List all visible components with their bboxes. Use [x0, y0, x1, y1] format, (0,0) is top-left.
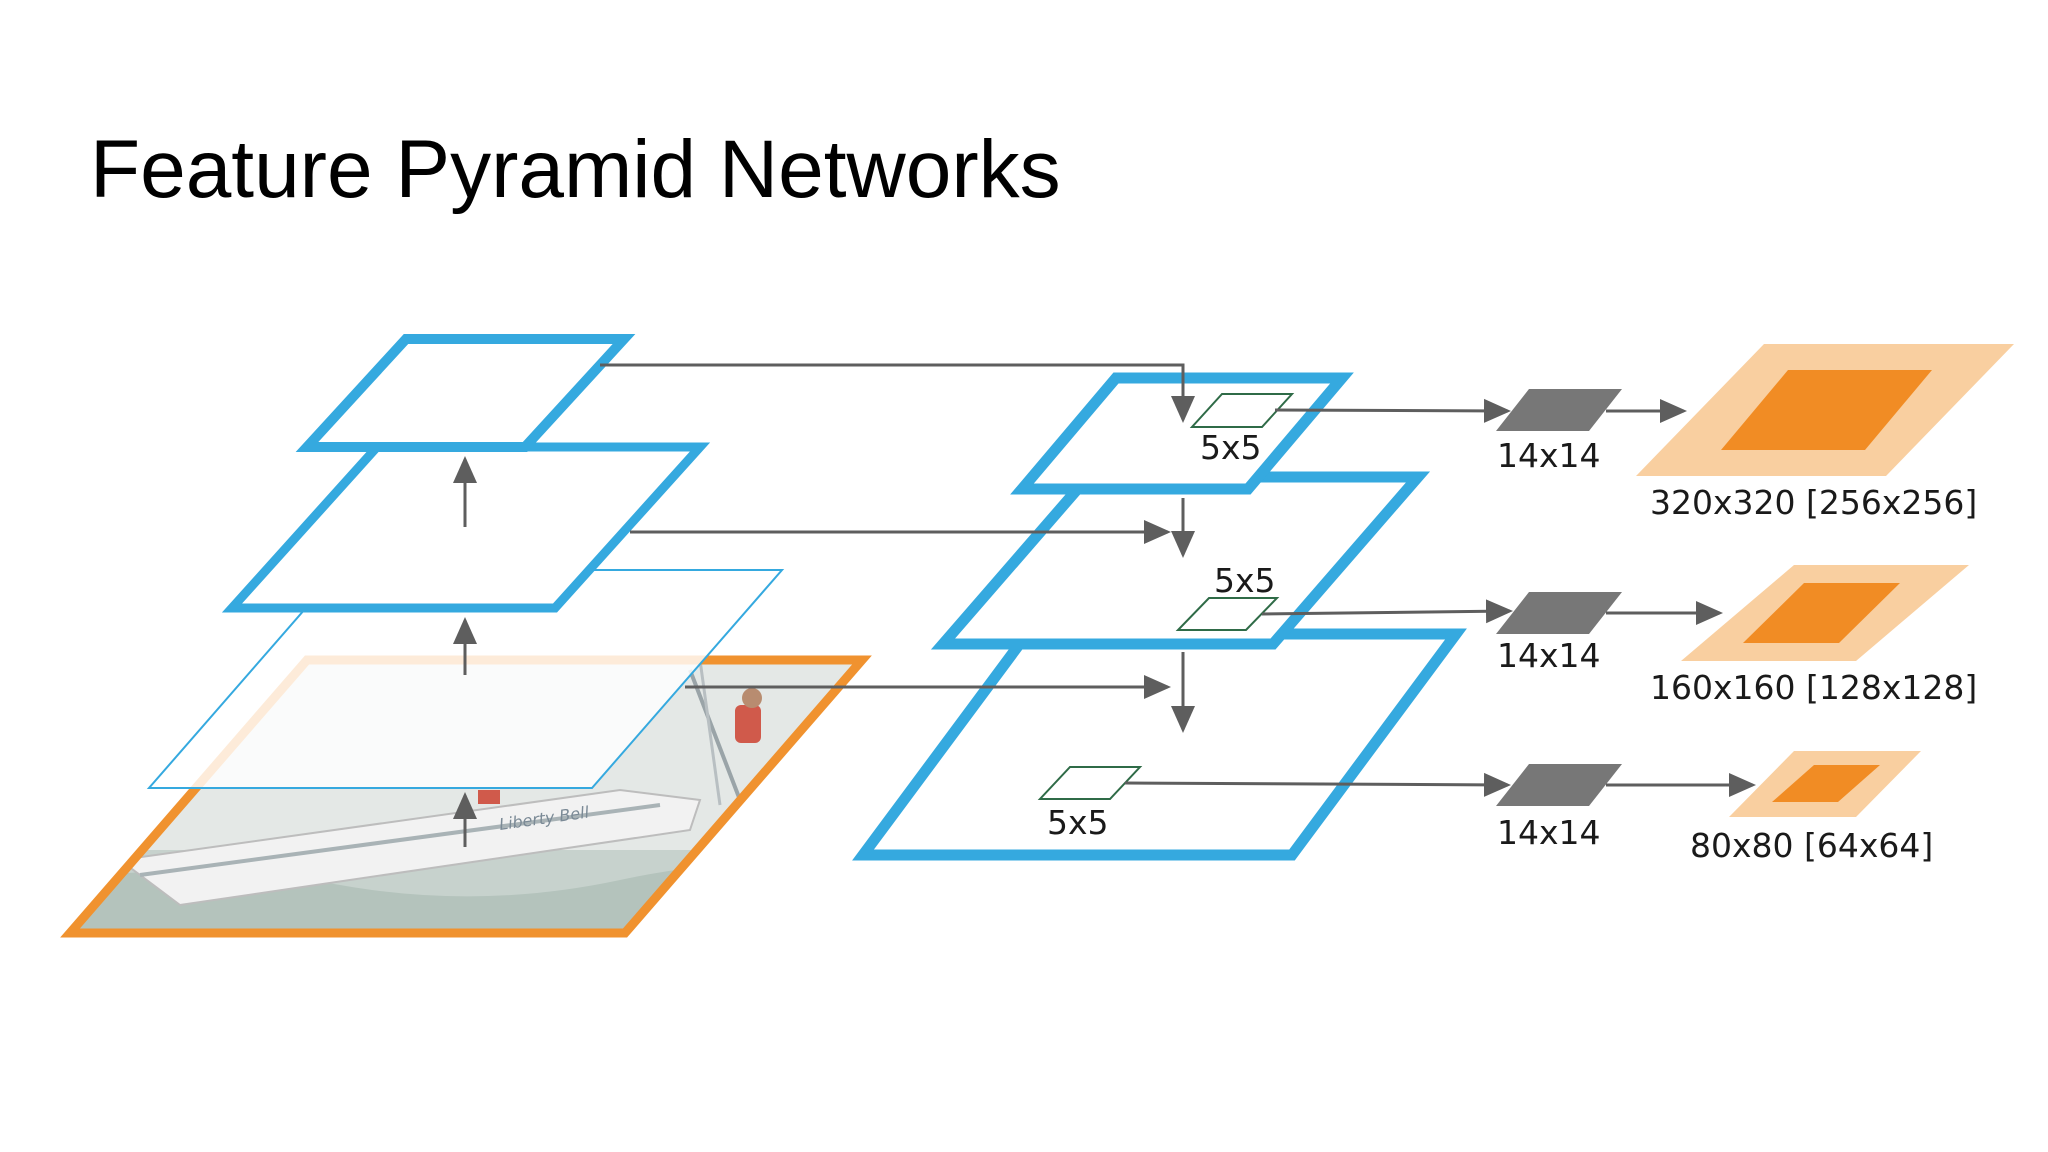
roi-box-top	[1189, 393, 1295, 428]
slide-title: Feature Pyramid Networks	[90, 124, 1061, 215]
output-mask-3	[1729, 751, 1921, 817]
bottom-up-layer-2	[221, 442, 711, 613]
roi-label-top: 5x5	[1200, 428, 1262, 467]
output-label-3: 80x80 [64x64]	[1690, 826, 1933, 865]
top-down-layer-medium	[930, 471, 1431, 650]
lateral-arrow-top	[600, 363, 1195, 423]
pooled-label-1: 14x14	[1497, 436, 1601, 475]
roi-label-middle: 5x5	[1214, 561, 1276, 600]
pooled-label-3: 14x14	[1497, 813, 1601, 852]
bottom-up-layer-1	[146, 569, 785, 789]
roi-box-bottom	[1037, 766, 1143, 800]
top-down-layer-large	[852, 628, 1467, 861]
output-label-1: 320x320 [256x256]	[1650, 483, 1977, 522]
roi-to-pool-arrow-2	[1261, 599, 1513, 624]
roi-to-pool-arrow-1	[1274, 398, 1511, 423]
roi-box-middle	[1175, 597, 1280, 631]
roi-label-bottom: 5x5	[1047, 803, 1109, 842]
person-figure	[735, 705, 761, 743]
pooled-feature-3	[1496, 764, 1622, 806]
output-mask-1	[1636, 344, 2014, 476]
pooled-feature-1	[1496, 389, 1622, 431]
pooled-label-2: 14x14	[1497, 636, 1601, 675]
output-label-2: 160x160 [128x128]	[1650, 668, 1977, 707]
output-mask-2	[1681, 565, 1969, 661]
roi-to-pool-arrow-3	[1124, 772, 1511, 797]
bottom-up-layer-3	[295, 334, 636, 452]
pooled-feature-2	[1496, 592, 1622, 634]
